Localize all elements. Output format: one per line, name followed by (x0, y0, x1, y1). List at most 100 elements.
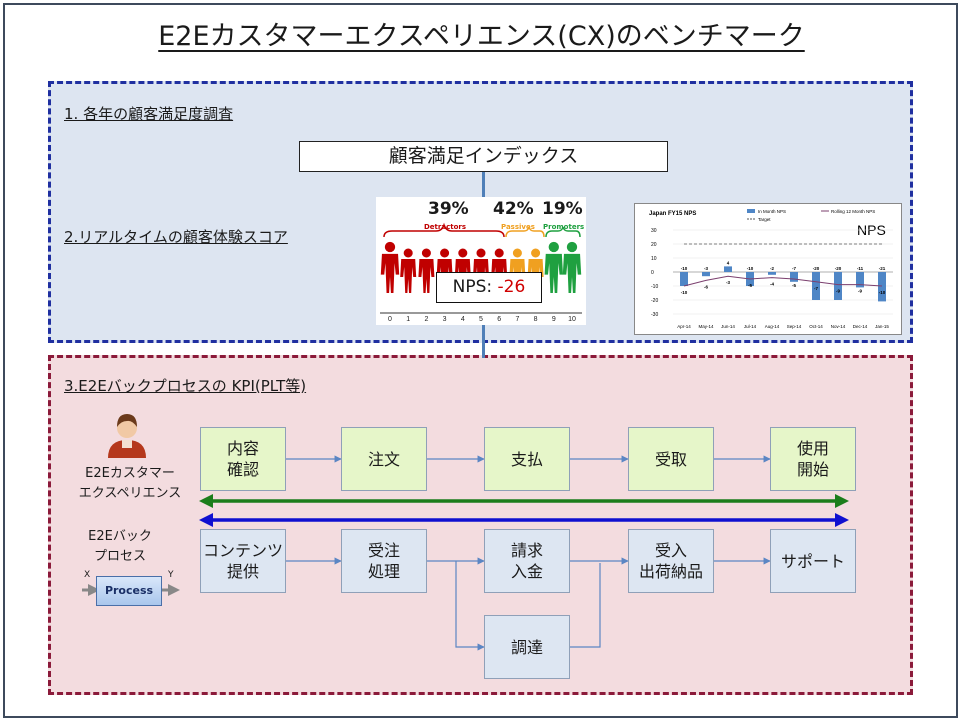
chart-title: Japan FY15 NPS (649, 211, 696, 217)
y-tick-label: 20 (651, 242, 657, 248)
legend-label: Rolling 12 Month NPS (831, 209, 875, 214)
nps-bar (724, 266, 732, 272)
page-title: E2Eカスタマーエクスペリエンス(CX)のベンチマーク (158, 21, 805, 52)
person-head (476, 248, 486, 258)
person-head (512, 248, 522, 258)
scale-label: 8 (534, 316, 538, 323)
person-1 (400, 248, 417, 293)
x-tick-label: Jan-15 (875, 324, 889, 329)
person-body (380, 253, 400, 293)
person-head (421, 248, 431, 258)
y-tick-label: 0 (651, 270, 654, 276)
detractors-brace (383, 222, 505, 238)
bar-data-label: -11 (857, 266, 864, 271)
nps-bar (834, 272, 842, 300)
step-content-check: 内容 確認 (200, 427, 286, 491)
x-tick-label: May-14 (698, 324, 714, 329)
x-tick-label: Jun-14 (721, 324, 735, 329)
nps-bar (702, 272, 710, 277)
nps-value: -26 (497, 277, 526, 297)
rolling-data-label: -7 (814, 286, 818, 291)
nps-bar (856, 272, 864, 288)
person-head (566, 241, 578, 253)
rolling-data-label: -4 (770, 282, 774, 287)
process-y-label: Y (168, 570, 174, 580)
step-billing: 請求 入金 (484, 529, 570, 593)
csi-box: 顧客満足インデックス (299, 141, 668, 172)
scale-label: 0 (388, 316, 392, 323)
person-9 (544, 241, 563, 293)
rolling-data-label: -9 (836, 289, 840, 294)
legend-bar-swatch (747, 209, 755, 213)
promoters-percent: 19% (542, 199, 583, 219)
scale-label: 1 (406, 316, 410, 323)
y-tick-label: -10 (651, 284, 658, 290)
kpi-label: 3.E2Eバックプロセスの KPI(PLT等) (64, 377, 307, 395)
step-procurement: 調達 (484, 615, 570, 679)
person-head (531, 248, 541, 258)
y-tick-label: 30 (651, 228, 657, 234)
rolling-data-label: -10 (879, 290, 886, 295)
bp-arrow-merge (570, 563, 601, 648)
step-shipping: 受入 出荷納品 (628, 529, 714, 593)
person-2 (418, 248, 435, 293)
person-head (384, 241, 396, 253)
step-order: 注文 (341, 427, 427, 491)
x-tick-label: Sep-14 (787, 324, 802, 329)
person-body (562, 253, 582, 293)
passives-label: Passives (501, 223, 535, 231)
rolling-data-label: -5 (748, 283, 752, 288)
rolling-data-label: -6 (704, 284, 708, 289)
nps-prefix: NPS: (452, 277, 498, 297)
passives-percent: 42% (493, 199, 534, 219)
back-process-label: E2Eバック プロセス (88, 529, 152, 564)
step-receive: 受取 (628, 427, 714, 491)
rolling-data-label: -5 (792, 283, 796, 288)
person-body (418, 259, 435, 293)
process-box: Process (96, 576, 162, 606)
bar-data-label: -3 (704, 266, 708, 271)
rolling-data-label: -10 (681, 290, 688, 295)
bar-data-label: -10 (681, 266, 688, 271)
step-support: サポート (770, 529, 856, 593)
bar-data-label: -20 (835, 266, 842, 271)
scale-label: 2 (424, 316, 428, 323)
nps-bar (812, 272, 820, 300)
scale-label: 3 (443, 316, 447, 323)
legend-label: Target (758, 217, 771, 222)
rolling-data-label: -9 (858, 289, 862, 294)
bar-data-label: -10 (747, 266, 754, 271)
person-body (400, 259, 417, 293)
annual-survey-label: 1. 各年の顧客満足度調査 (64, 105, 234, 123)
person-body (544, 253, 563, 293)
bar-data-label: -21 (879, 266, 886, 271)
person-head (440, 248, 450, 258)
step-start-use: 使用 開始 (770, 427, 856, 491)
nps-graphic: 39% 42% 19% Detractors Passives Promoter… (376, 197, 586, 325)
bp-arrow-branch (455, 561, 485, 651)
x-tick-label: Aug-14 (765, 324, 780, 329)
x-tick-label: Oct-14 (809, 324, 823, 329)
person-0 (380, 241, 400, 293)
person-head (494, 248, 504, 258)
scale-label: 5 (479, 316, 483, 323)
customer-experience-label: E2Eカスタマー エクスペリエンス (78, 466, 182, 501)
passives-brace (505, 226, 545, 238)
step-content-provide: コンテンツ 提供 (200, 529, 286, 593)
step-order-processing: 受注 処理 (341, 529, 427, 593)
person-10 (562, 241, 582, 293)
person-head (548, 241, 559, 253)
legend-label: In Month NPS (758, 209, 786, 214)
y-tick-label: -20 (651, 298, 658, 304)
scale-label: 7 (515, 316, 519, 323)
rolling-line (683, 275, 883, 287)
person-head (458, 248, 468, 258)
y-tick-label: 10 (651, 256, 657, 262)
bar-data-label: -2 (770, 266, 774, 271)
bar-data-label: -20 (813, 266, 820, 271)
outer-frame (3, 3, 958, 718)
bar-data-label: -7 (792, 266, 796, 271)
